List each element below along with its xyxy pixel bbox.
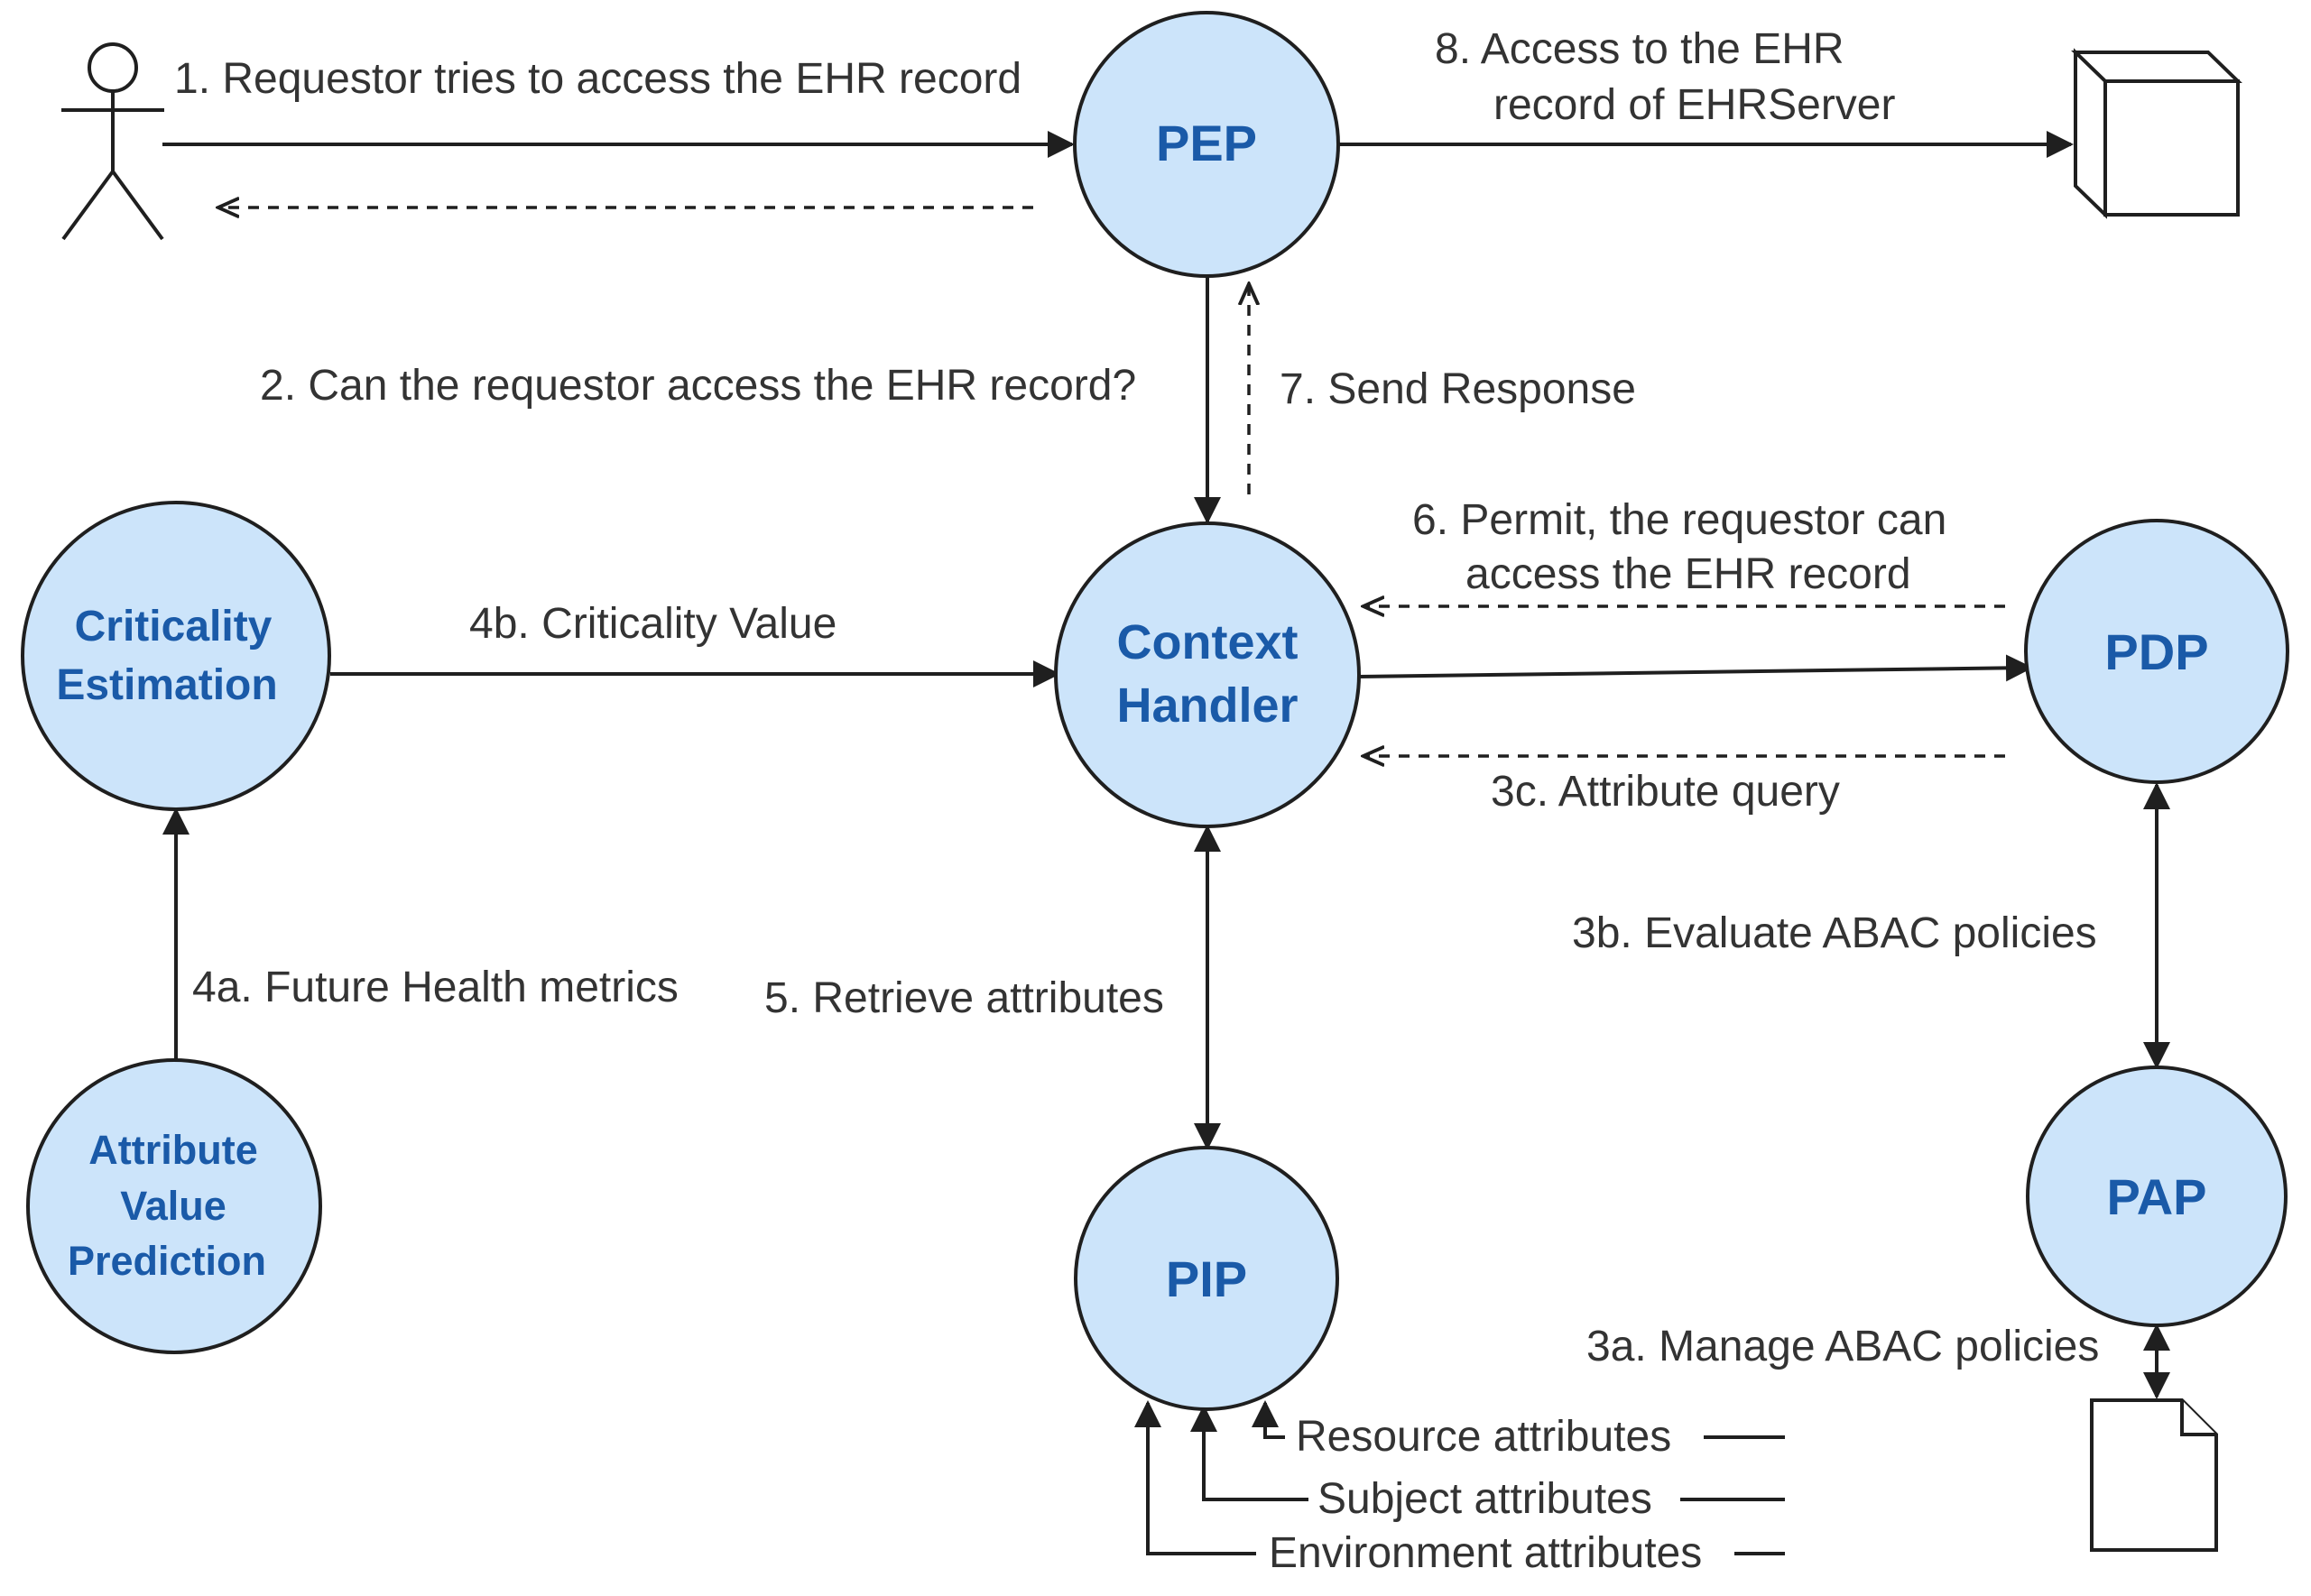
edge-8-label-line-1: 8. Access to the EHR <box>1435 25 1844 73</box>
edge-4b-label: 4b. Criticality Value <box>469 600 837 648</box>
attribute-value-prediction-label-line-2: Value <box>120 1183 226 1229</box>
environment-attributes-label: Environment attributes <box>1269 1529 1702 1577</box>
document-icon <box>2090 1398 2218 1552</box>
attribute-value-prediction-node[interactable]: Attribute Value Prediction <box>26 1058 322 1354</box>
edge-4a-label: 4a. Future Health metrics <box>192 964 679 1011</box>
subject-attributes-label: Subject attributes <box>1317 1475 1652 1523</box>
pdp-label: PDP <box>2104 623 2208 680</box>
pep-node[interactable]: PEP <box>1073 11 1340 278</box>
resource-attributes-label: Resource attributes <box>1296 1413 1671 1461</box>
edge-3c-label: 3c. Attribute query <box>1491 768 1840 816</box>
edge-3a-label: 3a. Manage ABAC policies <box>1586 1323 2099 1370</box>
resource-attributes-line <box>1252 1400 1285 1439</box>
context-handler-label-line-1: Context <box>1117 615 1299 669</box>
pip-node[interactable]: PIP <box>1074 1146 1339 1411</box>
attribute-value-prediction-label-line-1: Attribute <box>88 1127 257 1173</box>
stick-figure-icon <box>61 42 164 241</box>
pdp-node[interactable]: PDP <box>2024 519 2289 784</box>
edge-6-label-line-1: 6. Permit, the requestor can <box>1412 496 1946 544</box>
context-handler-node[interactable]: Context Handler <box>1054 521 1361 828</box>
edge-2-label: 2. Can the requestor access the EHR reco… <box>260 362 1136 410</box>
pap-node[interactable]: PAP <box>2026 1066 2288 1327</box>
context-handler-label-line-2: Handler <box>1116 678 1298 733</box>
edge-1-label: 1. Requestor tries to access the EHR rec… <box>174 55 1021 103</box>
pip-label: PIP <box>1166 1250 1247 1307</box>
edge-8-label-line-2: record of EHRServer <box>1493 81 1895 129</box>
pap-label: PAP <box>2107 1168 2207 1225</box>
edge-ch-pdp-arrow <box>1357 654 2033 682</box>
criticality-estimation-label-line-2: Estimation <box>56 661 277 709</box>
cube-icon <box>2071 48 2242 219</box>
edge-5-label: 5. Retrieve attributes <box>764 974 1164 1022</box>
edge-6-label-line-2: access the EHR record <box>1465 550 1911 598</box>
pep-label: PEP <box>1156 115 1257 171</box>
criticality-estimation-node[interactable]: Criticality Estimation <box>21 501 331 811</box>
edge-7-label: 7. Send Response <box>1280 365 1636 413</box>
environment-attributes-line <box>1134 1400 1256 1555</box>
criticality-estimation-label-line-1: Criticality <box>75 603 273 650</box>
subject-attributes-line <box>1190 1405 1308 1501</box>
attribute-value-prediction-label-line-3: Prediction <box>68 1238 266 1284</box>
edge-3b-label: 3b. Evaluate ABAC policies <box>1572 909 2097 957</box>
